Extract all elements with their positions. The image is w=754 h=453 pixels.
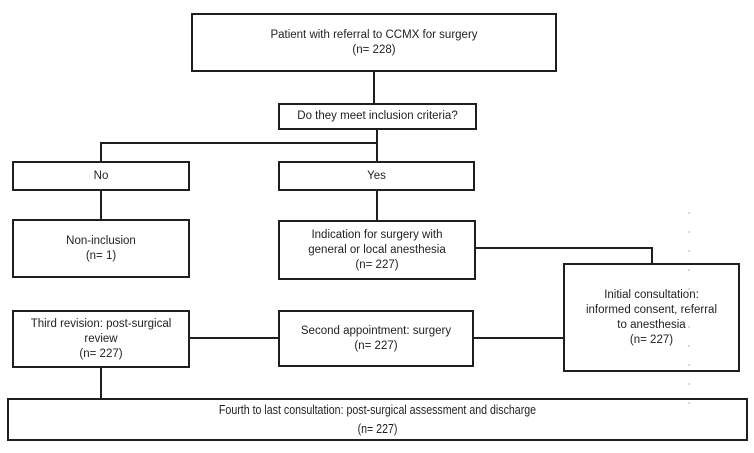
node-third-revision-label-line2: review bbox=[84, 332, 118, 345]
connector-referral-to-criteria bbox=[373, 72, 375, 103]
node-initial-consultation-label-line3: to anesthesia bbox=[617, 318, 686, 331]
node-no-label: No bbox=[93, 169, 109, 182]
node-non-inclusion: Non-inclusion (n= 1) bbox=[12, 219, 190, 278]
node-referral-count: (n= 228) bbox=[352, 43, 396, 56]
node-yes: Yes bbox=[278, 161, 475, 191]
node-indication-count: (n= 227) bbox=[355, 258, 399, 271]
node-referral-label: Patient with referral to CCMX for surger… bbox=[270, 28, 478, 41]
node-referral: Patient with referral to CCMX for surger… bbox=[191, 13, 557, 72]
node-initial-consultation: Initial consultation: informed consent, … bbox=[563, 263, 740, 372]
node-initial-consultation-label-line2: informed consent, referral bbox=[585, 303, 718, 316]
node-fourth-consultation-count: (n= 227) bbox=[357, 421, 398, 436]
node-yes-label: Yes bbox=[367, 169, 386, 182]
node-initial-consultation-count: (n= 227) bbox=[629, 333, 674, 346]
connector-indication-right bbox=[476, 247, 653, 249]
node-inclusion-criteria-label: Do they meet inclusion criteria? bbox=[297, 110, 458, 122]
node-fourth-consultation: Fourth to last consultation: post-surgic… bbox=[7, 398, 748, 441]
connector-indication-down-to-initial bbox=[651, 247, 653, 263]
node-fourth-consultation-label: Fourth to last consultation: post-surgic… bbox=[218, 402, 537, 417]
node-third-revision-label-line1: Third revision: post-surgical bbox=[30, 317, 172, 330]
node-no: No bbox=[12, 161, 190, 191]
connector-branch-horizontal bbox=[100, 142, 378, 144]
connector-second-to-initial bbox=[474, 337, 563, 339]
connector-branch-to-no bbox=[100, 142, 102, 161]
node-second-appointment: Second appointment: surgery (n= 227) bbox=[278, 310, 474, 367]
node-indication: Indication for surgery with general or l… bbox=[278, 220, 476, 280]
node-initial-consultation-label-line1: Initial consultation: bbox=[604, 288, 699, 301]
node-inclusion-criteria: Do they meet inclusion criteria? bbox=[278, 103, 477, 130]
dotted-artifact-line bbox=[688, 212, 690, 404]
connector-yes-to-indication bbox=[376, 191, 378, 220]
node-non-inclusion-count: (n= 1) bbox=[85, 249, 117, 262]
connector-criteria-down bbox=[376, 130, 378, 161]
node-third-revision-count: (n= 227) bbox=[79, 347, 123, 360]
node-second-appointment-count: (n= 227) bbox=[354, 339, 398, 352]
node-third-revision: Third revision: post-surgical review (n=… bbox=[12, 310, 190, 368]
connector-third-to-fourth bbox=[100, 368, 102, 398]
node-indication-label-line1: Indication for surgery with bbox=[311, 228, 443, 241]
node-non-inclusion-label: Non-inclusion bbox=[66, 234, 136, 247]
connector-third-to-second bbox=[190, 337, 278, 339]
connector-no-to-non-inclusion bbox=[100, 191, 102, 219]
node-indication-label-line2: general or local anesthesia bbox=[308, 243, 446, 256]
node-second-appointment-label: Second appointment: surgery bbox=[300, 324, 452, 337]
